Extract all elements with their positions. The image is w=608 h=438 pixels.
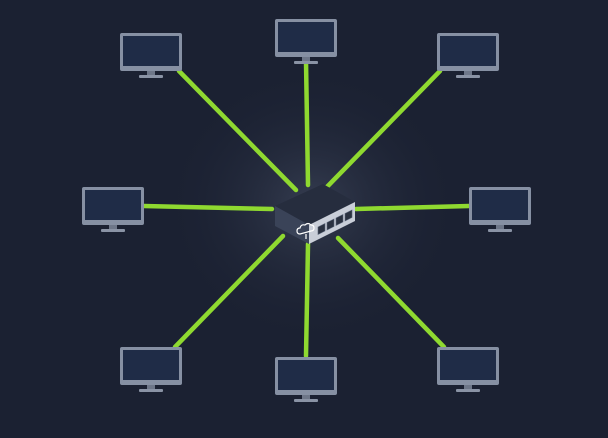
switch-side	[275, 206, 309, 244]
monitor-screen	[85, 190, 141, 220]
links-layer	[141, 58, 472, 359]
link-right	[353, 203, 472, 212]
monitor-screen	[278, 360, 334, 390]
link-top	[303, 58, 311, 188]
monitor-icon-top	[275, 19, 337, 64]
monitor-neck	[464, 71, 472, 75]
link-bottom-left	[172, 233, 286, 350]
monitor-stand	[456, 75, 480, 78]
monitor-neck	[302, 395, 310, 399]
monitor-neck	[147, 385, 155, 389]
cloud-icon	[296, 222, 315, 235]
monitor-icon-bottom	[275, 357, 337, 402]
network-switch-icon	[275, 184, 355, 244]
monitor-stand	[294, 399, 318, 402]
monitor-screen	[278, 22, 334, 52]
monitor-screen	[440, 350, 496, 380]
monitor-screen	[440, 36, 496, 66]
nodes-layer	[82, 19, 531, 402]
monitor-icon-top-right	[437, 33, 499, 78]
monitor-icon-bottom-left	[120, 347, 182, 392]
link-bottom	[303, 241, 311, 359]
monitor-neck	[147, 71, 155, 75]
switch-top	[275, 184, 355, 225]
switch-port-4	[344, 209, 353, 222]
switch-port-2	[326, 218, 335, 231]
monitor-icon-right	[469, 187, 531, 232]
monitor-icon-left	[82, 187, 144, 232]
monitor-stand	[139, 75, 163, 78]
link-left	[141, 203, 275, 212]
link-bottom-right	[335, 235, 447, 350]
monitor-stand	[139, 389, 163, 392]
monitor-stand	[456, 389, 480, 392]
switch-port-3	[335, 214, 344, 226]
monitor-stand	[101, 229, 125, 232]
monitor-icon-bottom-right	[437, 347, 499, 392]
monitor-screen	[123, 36, 179, 66]
monitor-icon-top-left	[120, 33, 182, 78]
monitor-screen	[472, 190, 528, 220]
monitor-screen	[123, 350, 179, 380]
link-top-left	[176, 68, 299, 193]
monitor-neck	[496, 225, 504, 229]
link-top-right	[319, 68, 443, 195]
switch-port-1	[317, 223, 326, 235]
monitor-neck	[109, 225, 117, 229]
monitor-stand	[294, 61, 318, 64]
monitor-neck	[302, 57, 310, 61]
monitor-neck	[464, 385, 472, 389]
monitor-stand	[488, 229, 512, 232]
